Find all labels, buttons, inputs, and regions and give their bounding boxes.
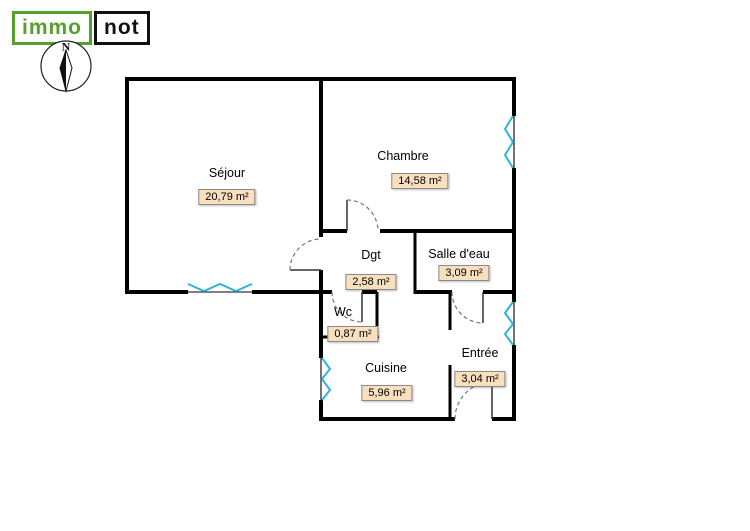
logo-immo-text: immo [12, 11, 93, 45]
room-label-entree: Entrée [461, 346, 499, 360]
door-arc-entree [454, 381, 493, 420]
area-box-wc: 0,87 m² [327, 326, 379, 342]
room-label-cuisine: Cuisine [365, 361, 407, 375]
room-label-dgt: Dgt [361, 248, 381, 262]
window-sejour [187, 282, 253, 293]
compass-rose [40, 40, 92, 93]
area-box-chambre: 14,58 m² [391, 173, 449, 189]
window-cuisine [320, 357, 332, 401]
door-arc-wc [331, 291, 363, 323]
area-box-salle-deau: 3,09 m² [438, 265, 490, 281]
area-box-dgt: 2,58 m² [345, 274, 397, 290]
logo-not-text: not [94, 11, 150, 45]
area-box-entree: 3,04 m² [454, 371, 506, 387]
immonot-logo: immo not [12, 11, 150, 45]
area-box-sejour: 20,79 m² [198, 189, 256, 205]
windows [187, 115, 515, 401]
room-label-sejour: Séjour [208, 166, 246, 180]
door-arc-salle-deau [451, 291, 484, 324]
room-label-wc: Wc [333, 305, 353, 319]
compass-north-label: N [61, 39, 71, 54]
door-arc-sejour [289, 238, 322, 271]
compass-needle-fill [60, 50, 66, 91]
area-box-cuisine: 5,96 m² [361, 385, 413, 401]
room-label-salle-deau: Salle d'eau [428, 247, 490, 261]
window-chambre [503, 115, 515, 169]
room-label-chambre: Chambre [377, 149, 429, 163]
door-arc-chambre [346, 199, 379, 232]
window-entree [503, 301, 515, 346]
